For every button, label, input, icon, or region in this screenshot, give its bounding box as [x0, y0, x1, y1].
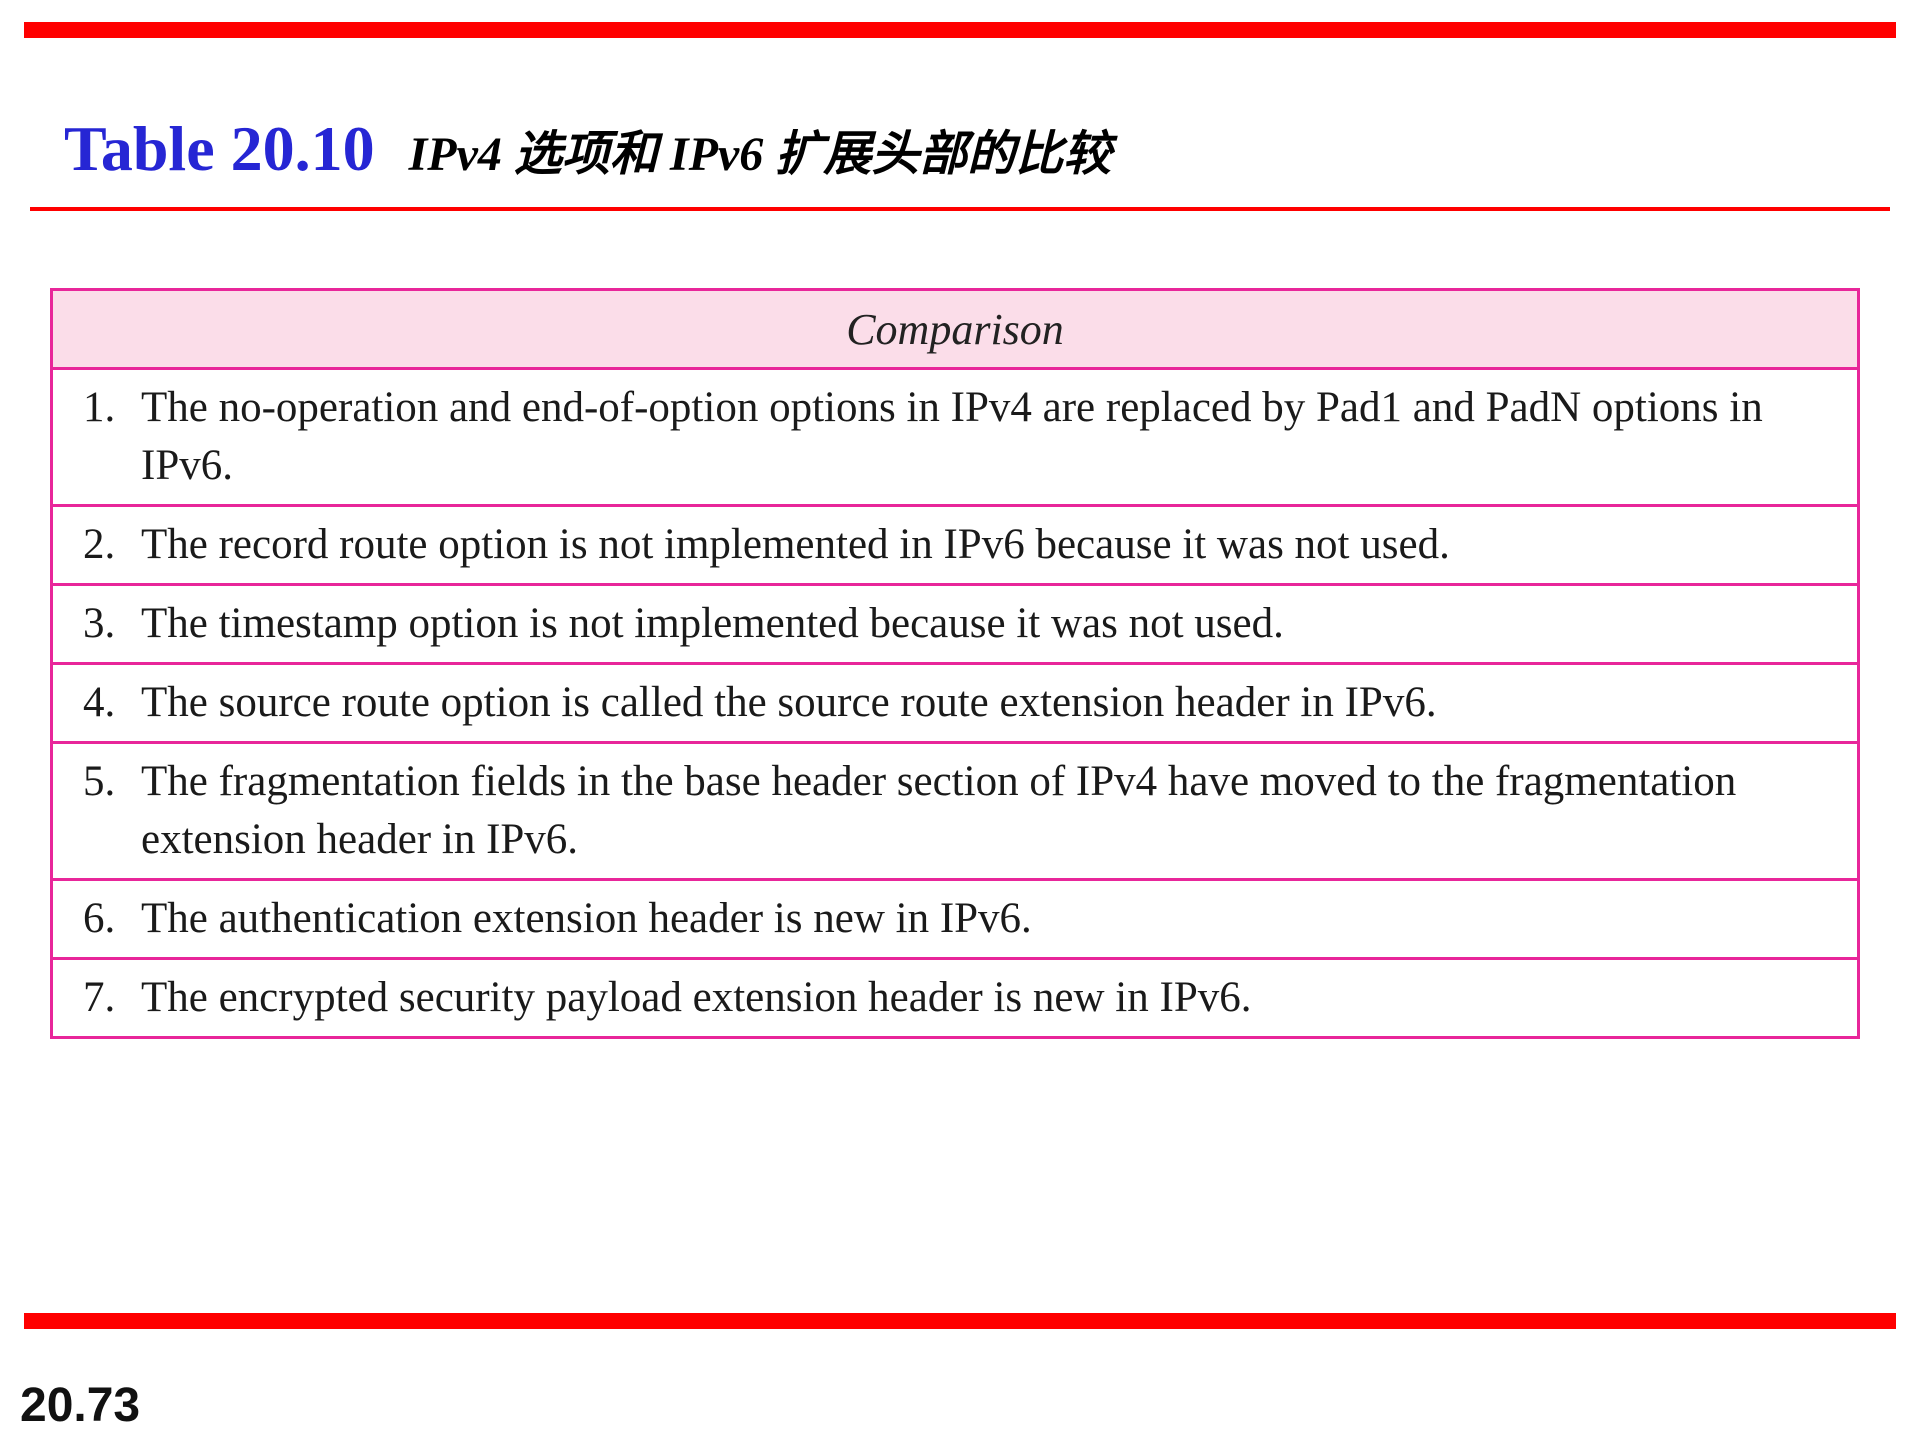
- title-underline: [30, 207, 1890, 211]
- table-number-label: Table 20.10: [64, 113, 375, 184]
- top-red-bar: [24, 22, 1896, 38]
- row-number: 2.: [83, 521, 116, 568]
- slide-title: Table 20.10 IPv4 选项和 IPv6 扩展头部的比较: [64, 112, 1111, 192]
- row-number: 7.: [83, 974, 116, 1021]
- row-number: 1.: [83, 384, 116, 431]
- table-row: 5. The fragmentation fields in the base …: [53, 744, 1857, 881]
- row-number: 5.: [83, 758, 116, 805]
- row-number: 3.: [83, 600, 116, 647]
- table-row: 4. The source route option is called the…: [53, 665, 1857, 744]
- row-text: The source route option is called the so…: [141, 679, 1437, 726]
- table-caption: IPv4 选项和 IPv6 扩展头部的比较: [408, 128, 1112, 181]
- page-number: 20.73: [20, 1379, 141, 1432]
- table-row: 2. The record route option is not implem…: [53, 507, 1857, 586]
- row-text: The record route option is not implement…: [141, 521, 1450, 568]
- table-row: 7. The encrypted security payload extens…: [53, 960, 1857, 1036]
- table-row: 6. The authentication extension header i…: [53, 881, 1857, 960]
- row-number: 6.: [83, 895, 116, 942]
- table-row: 3. The timestamp option is not implement…: [53, 586, 1857, 665]
- table-header: Comparison: [53, 291, 1857, 370]
- row-text: The authentication extension header is n…: [141, 895, 1032, 942]
- table-row: 1. The no-operation and end-of-option op…: [53, 370, 1857, 507]
- row-text: The encrypted security payload extension…: [141, 974, 1252, 1021]
- row-number: 4.: [83, 679, 116, 726]
- comparison-table: Comparison 1. The no-operation and end-o…: [50, 288, 1860, 1039]
- bottom-red-bar: [24, 1313, 1896, 1329]
- row-text: The timestamp option is not implemented …: [141, 600, 1284, 647]
- row-text: The no-operation and end-of-option optio…: [141, 384, 1763, 489]
- row-text: The fragmentation fields in the base hea…: [141, 758, 1737, 863]
